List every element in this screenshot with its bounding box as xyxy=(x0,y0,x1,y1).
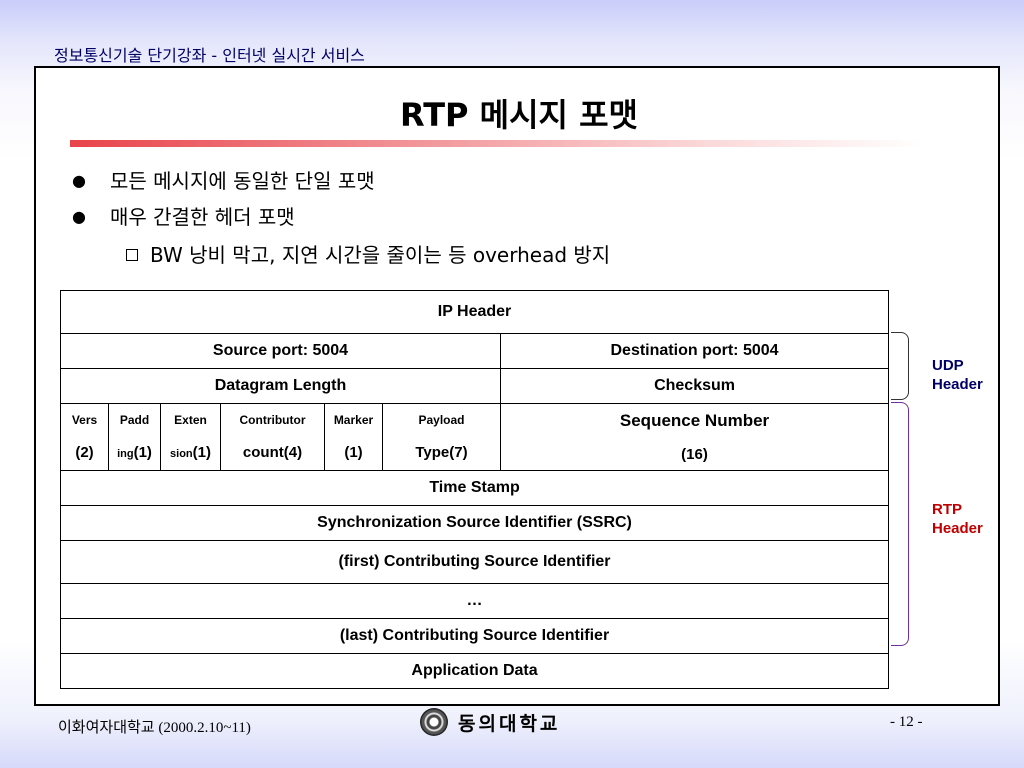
contributor-bits: count(4) xyxy=(242,444,303,462)
udp-header-brace xyxy=(891,332,909,400)
rtp-packet-table: IP Header Source port: 5004 Destination … xyxy=(59,290,890,689)
university-name: 동의대학교 xyxy=(458,712,561,735)
ssrc-cell: Synchronization Source Identifier (SSRC) xyxy=(59,505,890,541)
marker-bits: (1) xyxy=(344,444,363,462)
extension-bits: (1) xyxy=(192,444,211,462)
bullet-dot-icon: ● xyxy=(72,207,86,226)
source-port-cell: Source port: 5004 xyxy=(60,333,501,369)
slide-frame: RTP 메시지 포맷 ● 모든 메시지에 동일한 단일 포맷 ● 매우 간결한 … xyxy=(34,66,1000,706)
university-emblem-icon xyxy=(420,708,448,736)
version-label: Vers xyxy=(71,412,98,427)
bullet-text: 매우 간결한 헤더 포맷 xyxy=(110,205,295,229)
extension-label: Exten xyxy=(174,412,207,427)
padding-label: Padd xyxy=(119,412,150,427)
payload-type-field: Payload Type(7) xyxy=(382,403,501,471)
ellipsis-cell: … xyxy=(59,583,890,619)
course-header: 정보통신기술 단기강좌 - 인터넷 실시간 서비스 xyxy=(54,46,365,65)
sequence-number-field: Sequence Number (16) xyxy=(499,403,890,471)
marker-label: Marker xyxy=(333,412,374,427)
application-data-cell: Application Data xyxy=(59,653,890,689)
datagram-length-cell: Datagram Length xyxy=(60,368,501,404)
contributor-label: Contributor xyxy=(239,412,306,427)
ip-header-cell: IP Header xyxy=(59,290,890,334)
sequence-bits: (16) xyxy=(681,445,708,463)
extension-label-suffix: sion xyxy=(170,448,193,461)
extension-field: Exten sion(1) xyxy=(160,403,221,471)
payload-label: Payload xyxy=(418,412,465,427)
payload-bits: Type(7) xyxy=(415,444,468,462)
version-field: Vers (2) xyxy=(60,403,109,471)
sub-bullet-text: BW 낭비 막고, 지연 시간을 줄이는 등 overhead 방지 xyxy=(150,243,611,267)
footer-institution: 이화여자대학교 (2000.2.10~11) xyxy=(58,720,251,736)
version-bits: (2) xyxy=(75,444,94,462)
rtp-header-label: RTP Header xyxy=(932,501,983,537)
last-csrc-cell: (last) Contributing Source Identifier xyxy=(59,618,890,654)
destination-port-cell: Destination port: 5004 xyxy=(499,333,890,369)
bullet-text: 모든 메시지에 동일한 단일 포맷 xyxy=(110,169,375,193)
page-number: - 12 - xyxy=(890,714,923,730)
padding-field: Padd ing(1) xyxy=(108,403,161,471)
rtp-header-brace xyxy=(891,402,909,646)
padding-bits: (1) xyxy=(133,444,152,462)
title-underline xyxy=(70,140,925,147)
footer-logo: 동의대학교 xyxy=(420,708,560,736)
slide-title: RTP 메시지 포맷 xyxy=(400,96,638,134)
marker-field: Marker (1) xyxy=(324,403,383,471)
square-bullet-icon xyxy=(126,249,138,261)
sequence-label: Sequence Number xyxy=(619,411,770,431)
checksum-cell: Checksum xyxy=(499,368,890,404)
padding-label-suffix: ing xyxy=(117,448,134,461)
contributor-count-field: Contributor count(4) xyxy=(220,403,325,471)
udp-header-label: UDP Header xyxy=(932,357,983,393)
time-stamp-cell: Time Stamp xyxy=(59,470,890,506)
bullet-dot-icon: ● xyxy=(72,171,86,190)
first-csrc-cell: (first) Contributing Source Identifier xyxy=(59,540,890,584)
